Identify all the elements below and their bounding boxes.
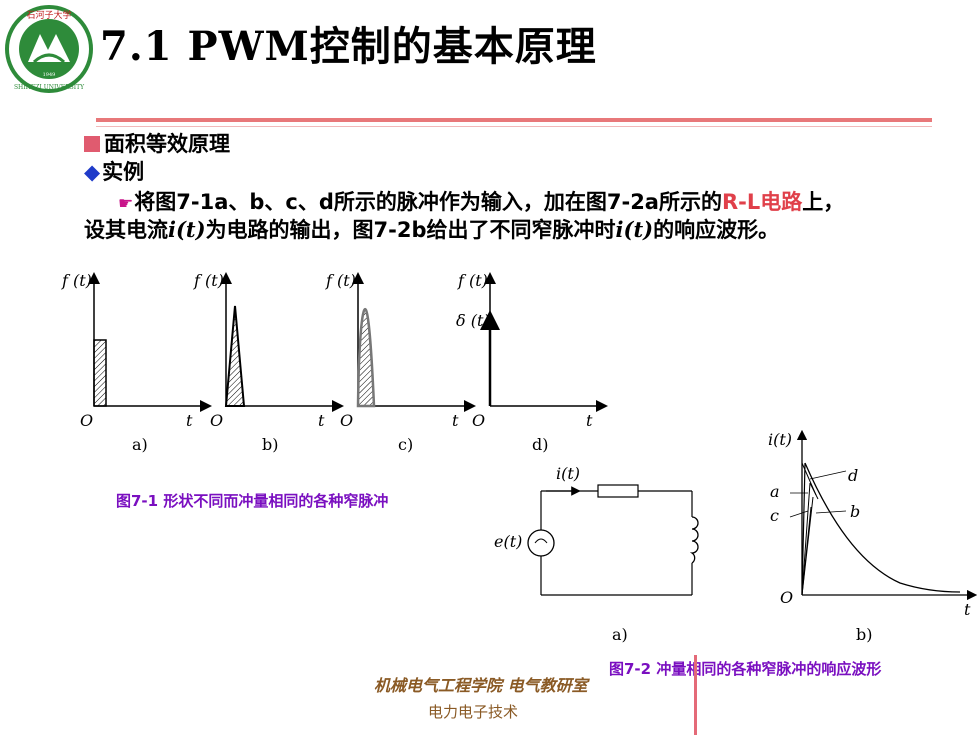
voltage-source-icon	[527, 529, 555, 557]
curve-label-b: b	[850, 502, 860, 521]
para2-it2: i(t)	[615, 217, 654, 242]
para1-part1: 将图7-1a、b、c、d所示的脉冲作为输入，加在图7-2a所示的	[134, 190, 722, 214]
para2-part3: 的响应波形。	[653, 218, 780, 242]
fig1a-ylabel: f (t)	[61, 271, 92, 290]
fig1-panel-b: f (t) O t b)	[193, 271, 344, 454]
para2-part2: 为电路的输出，图7-2b给出了不同窄脉冲时	[205, 218, 616, 242]
pointing-hand-icon: ☛	[118, 194, 134, 214]
curve-d-rise	[801, 462, 806, 596]
fig1c-origin: O	[340, 411, 353, 430]
logo-bottom-text: SHIHEZI UNIVERSITY	[14, 84, 85, 91]
fig2b-label: b)	[856, 625, 872, 644]
fig1-panel-d: f (t) δ (t) O t d)	[456, 271, 608, 454]
fig1b-ylabel: f (t)	[193, 271, 224, 290]
curve-label-c: c	[770, 506, 779, 525]
title-divider	[96, 118, 932, 122]
fig1a-origin: O	[80, 411, 93, 430]
inductor-icon	[689, 516, 699, 564]
fig1d-label: d)	[532, 435, 548, 454]
fig1d-xlabel: t	[586, 411, 593, 430]
figure-7-2a-rl-circuit: i(t) e(t) a)	[494, 464, 699, 644]
fig1c-xlabel: t	[452, 411, 459, 430]
fig1a-label: a)	[132, 435, 148, 454]
bullet-area-equivalence: 面积等效原理	[84, 128, 230, 158]
fig1-caption: 图7-1 形状不同而冲量相同的各种窄脉冲	[116, 492, 389, 510]
fig1b-label: b)	[262, 435, 278, 454]
figure-7-1: f (t) O t a) f (t) O t b) f (t) O t c) f…	[61, 271, 608, 454]
title-text: 控制的基本原理	[309, 24, 597, 70]
circuit-source-label: e(t)	[494, 532, 522, 551]
footer-school: 机械电气工程学院 电气教研室	[374, 676, 588, 695]
paragraph-line-1: ☛将图7-1a、b、c、d所示的脉冲作为输入，加在图7-2a所示的R-L电路上，	[118, 186, 844, 216]
response-origin: O	[780, 588, 793, 607]
curve-label-d: d	[848, 466, 858, 485]
paragraph-line-2: 设其电流i(t)为电路的输出，图7-2b给出了不同窄脉冲时i(t)的响应波形。	[84, 214, 779, 244]
para1-part2: 上，	[802, 190, 845, 214]
para2-it1: i(t)	[168, 217, 206, 242]
bullet1-text: 面积等效原理	[104, 132, 230, 156]
logo-arc-text: 石河子大学	[26, 9, 71, 21]
resistor-icon	[597, 484, 639, 498]
fig2-caption: 图7-2 冲量相同的各种窄脉冲的响应波形	[609, 660, 882, 678]
response-xlabel: t	[964, 600, 971, 619]
diamond-bullet-icon: ◆	[84, 160, 101, 184]
title-number: 7.1 PWM	[100, 23, 310, 70]
fig1b-xlabel: t	[318, 411, 325, 430]
logo-year: 1949	[43, 72, 56, 78]
page-title: 7.1 PWM控制的基本原理	[100, 14, 597, 72]
footer-course: 电力电子技术	[428, 703, 519, 721]
fig1c-label: c)	[398, 435, 413, 454]
figure-7-2b-response: i(t) d a c b O t b)	[768, 429, 978, 644]
para1-highlight: R-L电路	[721, 190, 803, 214]
fig2a-label: a)	[612, 625, 628, 644]
footer-divider	[694, 655, 697, 735]
fig1-panel-a: f (t) O t a)	[61, 271, 212, 454]
fig1c-ylabel: f (t)	[325, 271, 356, 290]
half-sine-pulse	[356, 307, 376, 408]
triangle-pulse	[224, 305, 246, 407]
response-ylabel: i(t)	[768, 430, 792, 449]
fig1b-origin: O	[210, 411, 223, 430]
fig1d-delta-label: δ (t)	[456, 311, 490, 330]
curve-label-a: a	[770, 482, 780, 501]
circuit-current-label: i(t)	[556, 464, 580, 483]
response-decay-curve	[804, 462, 961, 593]
bullet2-text: 实例	[102, 160, 145, 184]
fig1a-xlabel: t	[186, 411, 193, 430]
curve-a-rise	[801, 482, 811, 596]
university-seal-logo: 石河子大学 1949 SHIHEZI UNIVERSITY	[5, 5, 93, 93]
rect-pulse	[93, 339, 107, 407]
fig1d-ylabel: f (t)	[457, 271, 488, 290]
square-bullet-icon	[84, 136, 100, 152]
title-divider-thin	[96, 126, 932, 127]
para2-part1: 设其电流	[84, 218, 168, 242]
fig1-panel-c: f (t) O t c)	[325, 271, 476, 454]
bullet-example: ◆实例	[84, 156, 144, 186]
curve-c-rise	[801, 506, 812, 596]
fig1d-origin: O	[472, 411, 485, 430]
